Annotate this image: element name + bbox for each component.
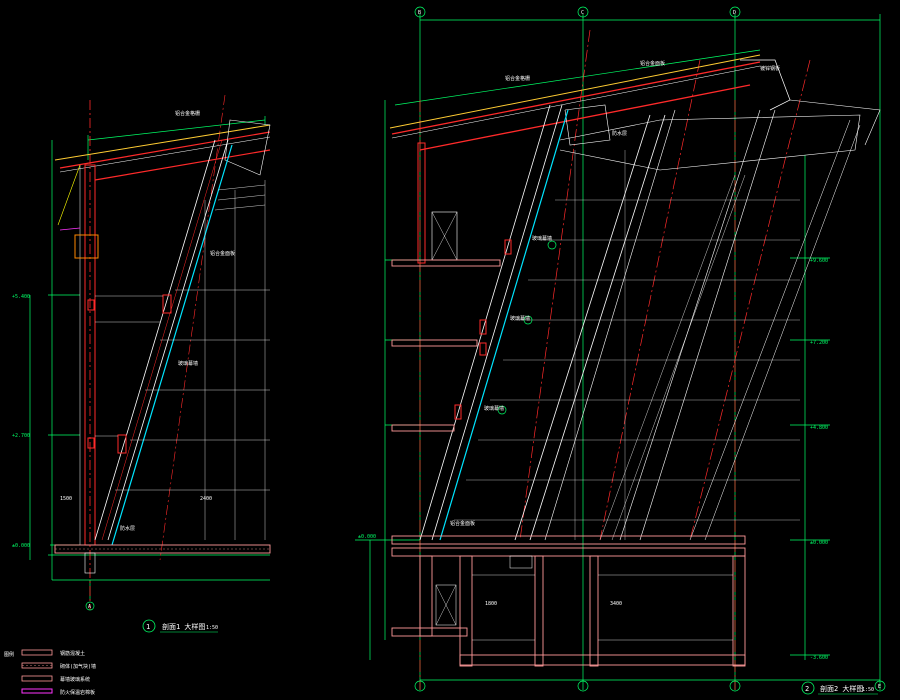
right-column: [417, 142, 458, 264]
left-detail-scale: 1:50: [206, 625, 218, 631]
svg-text:铝合金面板: 铝合金面板: [450, 520, 475, 527]
svg-text:玻璃幕墙: 玻璃幕墙: [178, 360, 198, 367]
axis-label: D: [733, 10, 736, 16]
svg-text:+7.200: +7.200: [810, 340, 828, 346]
legend: 图例 钢筋混凝土 砌体(加气块)墙 幕墙玻璃系统 防火保温岩棉板: [4, 649, 96, 696]
svg-text:±0.000: ±0.000: [12, 543, 30, 549]
right-detail-scale: 1:50: [862, 687, 874, 693]
left-inclined-mullion: [87, 139, 233, 546]
right-detail-number: 2: [805, 685, 809, 693]
right-detail-name: 剖面2 大样图: [820, 684, 863, 693]
svg-text:防水层: 防水层: [120, 525, 135, 532]
right-floor-slabs: [391, 259, 746, 666]
svg-text:+2.700: +2.700: [12, 433, 30, 439]
left-floor-slab: [54, 544, 271, 574]
svg-text:玻璃幕墙: 玻璃幕墙: [510, 315, 530, 322]
right-callouts: [414, 6, 886, 692]
svg-text:铝合金格栅: 铝合金格栅: [175, 110, 200, 117]
right-detail-title: 2 剖面2 大样图 1:50: [801, 681, 878, 695]
legend-swatch: [21, 649, 53, 656]
left-facade-grid: [95, 180, 270, 540]
axis-bubble: [85, 601, 95, 611]
svg-text:铝合金面板: 铝合金面板: [640, 60, 665, 67]
svg-text:1500: 1500: [60, 496, 72, 502]
left-detail-title: 1 剖面1 大样图 1:50: [142, 619, 218, 633]
svg-text:玻璃幕墙: 玻璃幕墙: [532, 235, 552, 242]
svg-text:±0.000: ±0.000: [810, 540, 828, 546]
left-detail-number: 1: [146, 623, 150, 631]
svg-text:±0.000: ±0.000: [358, 534, 376, 540]
svg-text:镀锌钢板: 镀锌钢板: [760, 65, 780, 72]
svg-text:防水层: 防水层: [612, 130, 627, 137]
legend-item: 幕墙玻璃系统: [60, 676, 90, 683]
right-roof: [389, 54, 881, 171]
right-section-detail: B C D E 铝合金格栅 铝合金面板 镀锌钢板 防水层 玻璃幕墙 玻璃幕墙 玻…: [355, 6, 886, 695]
right-dimension-lines: [355, 14, 881, 690]
svg-text:玻璃幕墙: 玻璃幕墙: [484, 405, 504, 412]
svg-text:+4.800: +4.800: [810, 425, 828, 431]
left-section-detail: 铝合金格栅 铝合金面板 玻璃幕墙 防水层 +5.400 +2.700 ±0.00…: [12, 94, 271, 633]
svg-text:+5.400: +5.400: [12, 294, 30, 300]
right-inclined-mullions: [419, 104, 861, 541]
axis-label: B: [418, 10, 421, 16]
svg-text:铝合金格栅: 铝合金格栅: [505, 75, 530, 82]
legend-heading: 图例: [4, 651, 14, 658]
svg-text:1800: 1800: [485, 601, 497, 607]
left-roof: [54, 119, 271, 181]
svg-text:+9.600: +9.600: [810, 258, 828, 264]
left-detail-name: 剖面1 大样图: [162, 622, 205, 631]
axis-label: E: [878, 684, 881, 690]
axis-label: C: [581, 10, 584, 16]
svg-text:-3.600: -3.600: [810, 655, 828, 661]
legend-item: 防火保温岩棉板: [60, 689, 95, 696]
legend-item: 砌体(加气块)墙: [60, 663, 96, 670]
legend-item: 钢筋混凝土: [60, 650, 85, 657]
axis-label: A: [88, 604, 91, 610]
left-column: [57, 164, 99, 546]
right-basement: [419, 555, 746, 667]
svg-text:2400: 2400: [200, 496, 212, 502]
svg-text:3400: 3400: [610, 601, 622, 607]
svg-text:铝合金面板: 铝合金面板: [210, 250, 235, 257]
legend-swatch: [21, 688, 53, 694]
right-facade-grid: [454, 150, 800, 540]
legend-swatch: [21, 675, 53, 682]
